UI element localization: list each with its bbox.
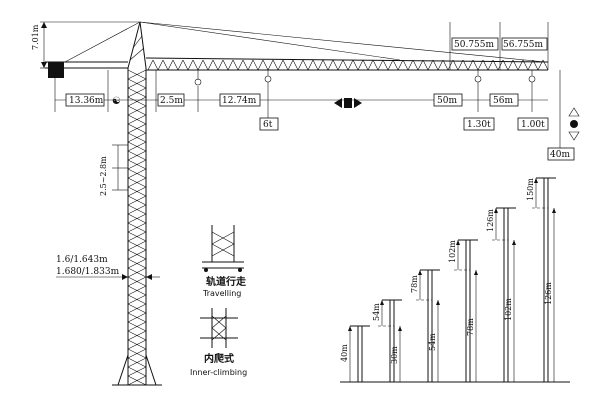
jib-56-label: 56.755m <box>503 40 543 50</box>
radius-50-label: 50m <box>437 96 457 106</box>
counter-jib-label: 13.36m <box>69 96 104 106</box>
hoist-indicator: 40m <box>547 70 580 161</box>
height-bottom-label: 78m <box>466 318 475 336</box>
hook-icon <box>474 75 482 83</box>
slewing-icon: ☯ <box>112 96 121 107</box>
hook-ball-icon <box>570 120 578 128</box>
height-config: 150m 126m <box>526 177 556 382</box>
load-50-label: 1.30t <box>467 120 491 130</box>
tower-mast <box>112 68 162 386</box>
height-config: 54m 30m <box>372 299 402 382</box>
height-bottom-label: 102m <box>504 298 513 321</box>
gap-hook-label: 2.5m <box>160 96 183 106</box>
hook-icon <box>194 78 202 86</box>
dim-radius-row: 13.36m ☯ 2.5m 12.74m 6t 50m 56m 1.30t 1.… <box>54 70 549 131</box>
travelling-icon: 轨道行走 Travelling <box>202 225 247 298</box>
radius-56-label: 56m <box>493 96 513 106</box>
height-top-label: 126m <box>486 209 495 232</box>
first-load-label: 6t <box>263 120 273 130</box>
main-jib <box>145 57 549 86</box>
tower-head <box>64 21 546 69</box>
counterweight <box>48 62 64 78</box>
mast-size-2-label: 1.680/1.833m <box>56 267 120 277</box>
arrow-right-icon <box>354 98 362 108</box>
dim-tower-top: 7.01m <box>31 21 140 69</box>
height-top-label: 150m <box>526 178 535 201</box>
first-hook-label: 12.74m <box>222 96 257 106</box>
arrow-up-icon <box>568 107 580 117</box>
height-top-label: 78m <box>410 275 419 293</box>
arrow-down-icon <box>568 131 580 141</box>
arrow-left-icon <box>334 98 342 108</box>
height-config: 40m <box>340 325 370 382</box>
counter-jib <box>45 61 128 78</box>
climb-caption-en: Inner-climbing <box>190 368 247 377</box>
height-config: 102m 78m <box>448 239 478 382</box>
height-bottom-label: 30m <box>390 346 399 364</box>
dim-section: 2.5~2.8m <box>99 144 128 196</box>
inner-climbing-icon: 内爬式 Inner-climbing <box>190 308 247 377</box>
height-configurations: 40m 54m 30m 78m 54m 102m 78m 126m 102m 150m 126m <box>340 177 570 383</box>
height-top-label: 7.01m <box>31 24 40 50</box>
travel-caption-en: Travelling <box>202 289 241 298</box>
height-config: 78m 54m <box>410 269 440 382</box>
height-top-label: 40m <box>340 344 349 362</box>
height-top-label: 102m <box>448 240 457 263</box>
jib-50-label: 50.755m <box>454 40 494 50</box>
height-config: 126m 102m <box>486 207 516 382</box>
dim-jib-lengths: 50.755m 56.755m <box>449 22 549 70</box>
free-height-label: 40m <box>550 150 570 160</box>
trolley-icon <box>344 98 352 108</box>
climb-caption-zh: 内爬式 <box>204 352 234 365</box>
height-top-label: 54m <box>372 303 381 321</box>
load-56-label: 1.00t <box>521 120 545 130</box>
hook-icon <box>528 75 536 83</box>
travel-caption-zh: 轨道行走 <box>206 275 247 288</box>
mast-size-1-label: 1.6/1.643m <box>56 255 108 265</box>
dim-mast-size: 1.6/1.643m 1.680/1.833m <box>56 255 160 280</box>
section-length-label: 2.5~2.8m <box>99 156 108 196</box>
hook-icon <box>264 75 272 83</box>
height-bottom-label: 54m <box>428 333 437 351</box>
height-bottom-label: 126m <box>544 282 553 305</box>
